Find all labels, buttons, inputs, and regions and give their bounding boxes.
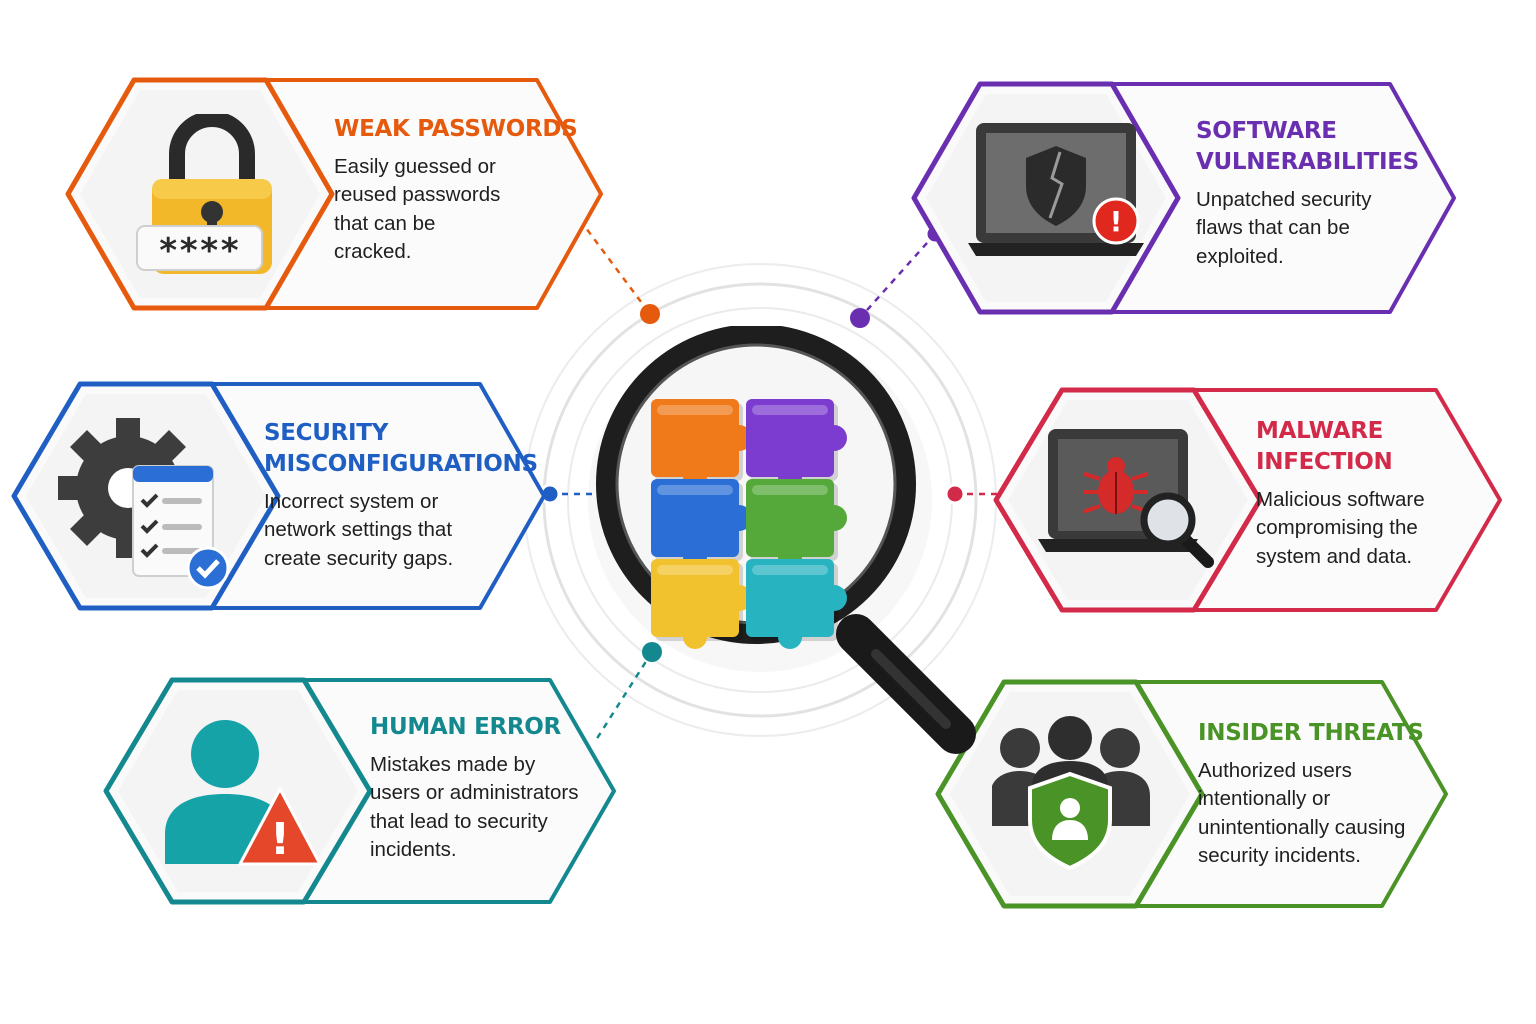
card-description: Incorrect system or network settings tha… [264,490,454,570]
card-title: WEAK PASSWORDS [334,116,578,142]
puzzle-piece-blue [651,479,752,569]
card-description: Easily guessed or reused passwords that … [334,155,501,264]
puzzle-piece-purple [746,399,847,489]
card-text: SECURITY MISCONFIGURATIONS Incorrect syst… [264,418,538,573]
puzzle-piece-orange [651,399,752,489]
card-security-misconfigurations: SECURITY MISCONFIGURATIONS Incorrect syst… [8,378,550,614]
puzzle-pieces [651,399,847,649]
card-text: INSIDER THREATS Authorized users intentio… [1198,718,1424,871]
card-title: SECURITY MISCONFIGURATIONS [264,420,538,477]
card-title: SOFTWARE VULNERABILITIES [1196,118,1419,175]
gear-checklist-icon [58,418,230,590]
laptop-bug-magnifier-icon [1038,429,1214,568]
card-insider-threats: INSIDER THREATS Authorized users intentio… [932,676,1452,912]
card-title: HUMAN ERROR [370,714,561,740]
magnifier-puzzle-icon [596,326,976,754]
card-text: SOFTWARE VULNERABILITIES Unpatched securi… [1196,116,1419,271]
alert-glyph: ! [270,814,290,865]
card-title: MALWARE INFECTION [1256,418,1393,475]
laptop-broken-shield-icon: ! [968,123,1144,256]
card-text: MALWARE INFECTION Malicious software comp… [1256,416,1425,571]
padlock-password-icon: **** [136,114,272,274]
card-description: Malicious software compromising the syst… [1256,488,1425,568]
card-human-error: ! HUMAN ERROR Mistakes made by users or ad… [100,674,620,908]
alert-glyph: ! [1110,205,1123,238]
card-description: Unpatched security flaws that can be exp… [1196,188,1372,268]
card-weak-passwords: **** WEAK PASSWORDS Easily guessed or reus… [62,74,607,314]
puzzle-piece-teal [746,559,847,649]
card-description: Mistakes made by users or administrators… [370,753,579,862]
password-mask-text: **** [158,231,240,271]
card-software-vulnerabilities: ! SOFTWARE VULNERABILITIES Unpatched secur… [908,78,1460,318]
connector-malware-infection [944,483,1000,505]
group-shield-icon [992,716,1150,871]
card-text: WEAK PASSWORDS Easily guessed or reused p… [334,114,578,267]
puzzle-piece-yellow [651,559,752,649]
card-text: HUMAN ERROR Mistakes made by users or adm… [370,712,578,865]
card-malware-infection: MALWARE INFECTION Malicious software comp… [990,384,1506,616]
card-description: Authorized users intentionally or uninte… [1198,759,1406,868]
card-title: INSIDER THREATS [1198,720,1424,746]
user-warning-icon: ! [165,720,322,866]
puzzle-piece-green [746,479,847,569]
connector-human-error [594,642,662,741]
